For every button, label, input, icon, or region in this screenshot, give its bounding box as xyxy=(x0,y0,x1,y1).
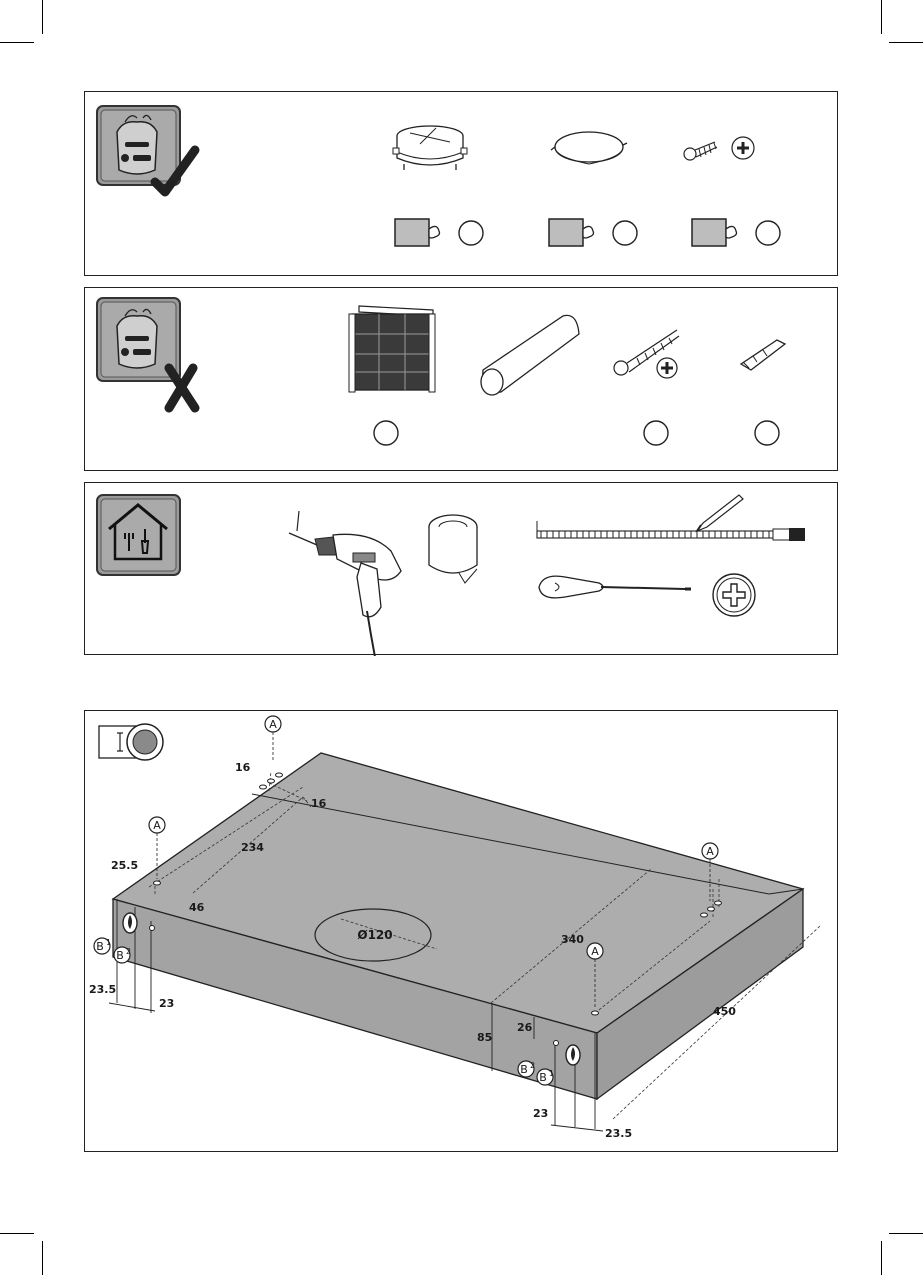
carbon-filter-part xyxy=(349,306,435,392)
supplied-parts-panel xyxy=(84,91,838,276)
dim-46: 46 xyxy=(189,901,205,914)
phillips-head-icon xyxy=(713,574,755,616)
svg-text:A: A xyxy=(269,718,277,731)
dim-23-5-right: 23.5 xyxy=(605,1127,632,1140)
hood-dimensions-panel: A A A A B 1 B 2 B xyxy=(84,710,838,1152)
not-supplied-parts-panel xyxy=(84,287,838,471)
wall-plug-part xyxy=(741,340,785,370)
svg-text:2: 2 xyxy=(126,947,131,956)
parts-code-box-3 xyxy=(692,219,780,246)
electric-drill-tool xyxy=(289,511,401,656)
dim-16-top: 16 xyxy=(235,761,251,774)
svg-text:A: A xyxy=(153,819,161,832)
long-screw-part xyxy=(614,330,679,378)
crop-mark xyxy=(0,42,34,43)
parts-code-box-1 xyxy=(395,219,483,246)
house-tools-icon xyxy=(97,495,180,575)
svg-text:1: 1 xyxy=(549,1069,554,1078)
dim-450: 450 xyxy=(713,1005,736,1018)
dim-25-5: 25.5 xyxy=(111,859,138,872)
dim-85: 85 xyxy=(477,1031,492,1044)
bag-not-included-icon xyxy=(97,298,195,408)
svg-text:B: B xyxy=(539,1071,547,1084)
label-a-circle: A xyxy=(265,716,281,761)
parts-code-circle-1 xyxy=(374,421,398,445)
svg-text:B: B xyxy=(96,940,104,953)
required-tools-panel xyxy=(84,482,838,655)
dim-23-left: 23 xyxy=(159,997,174,1010)
dim-23-5-left: 23.5 xyxy=(89,983,116,996)
dim-26: 26 xyxy=(517,1021,533,1034)
label-b1-circle: B 1 xyxy=(94,938,111,954)
cooker-hood-body xyxy=(113,753,803,1099)
crop-mark xyxy=(889,1233,923,1234)
dim-234: 234 xyxy=(241,841,264,854)
crop-mark xyxy=(881,1241,882,1275)
small-screw-part xyxy=(684,137,754,160)
dim-diameter-120: Ø120 xyxy=(357,928,392,942)
crop-mark xyxy=(42,1241,43,1275)
tape-roll-tool xyxy=(429,515,477,583)
pencil-tool xyxy=(697,495,743,531)
measuring-tape-tool xyxy=(537,521,805,541)
crop-mark xyxy=(889,42,923,43)
svg-text:2: 2 xyxy=(530,1061,535,1070)
hole-size-icon xyxy=(99,724,163,760)
parts-code-circle-3 xyxy=(755,421,779,445)
dim-16-side: 16 xyxy=(311,797,327,810)
svg-text:B: B xyxy=(520,1063,528,1076)
crop-mark xyxy=(42,0,43,34)
svg-text:1: 1 xyxy=(106,938,111,947)
svg-text:A: A xyxy=(706,845,714,858)
circular-flange-part xyxy=(393,126,467,170)
bag-included-icon xyxy=(97,106,195,192)
dim-340: 340 xyxy=(561,933,584,946)
crop-mark xyxy=(0,1233,34,1234)
crop-mark xyxy=(881,0,882,34)
dim-23-right: 23 xyxy=(533,1107,548,1120)
cover-disc-part xyxy=(551,132,627,164)
parts-code-circle-2 xyxy=(644,421,668,445)
svg-text:A: A xyxy=(591,945,599,958)
svg-text:B: B xyxy=(116,949,124,962)
screwdriver-tool xyxy=(539,576,691,598)
parts-code-box-2 xyxy=(549,219,637,246)
duct-tube-part xyxy=(481,315,579,395)
